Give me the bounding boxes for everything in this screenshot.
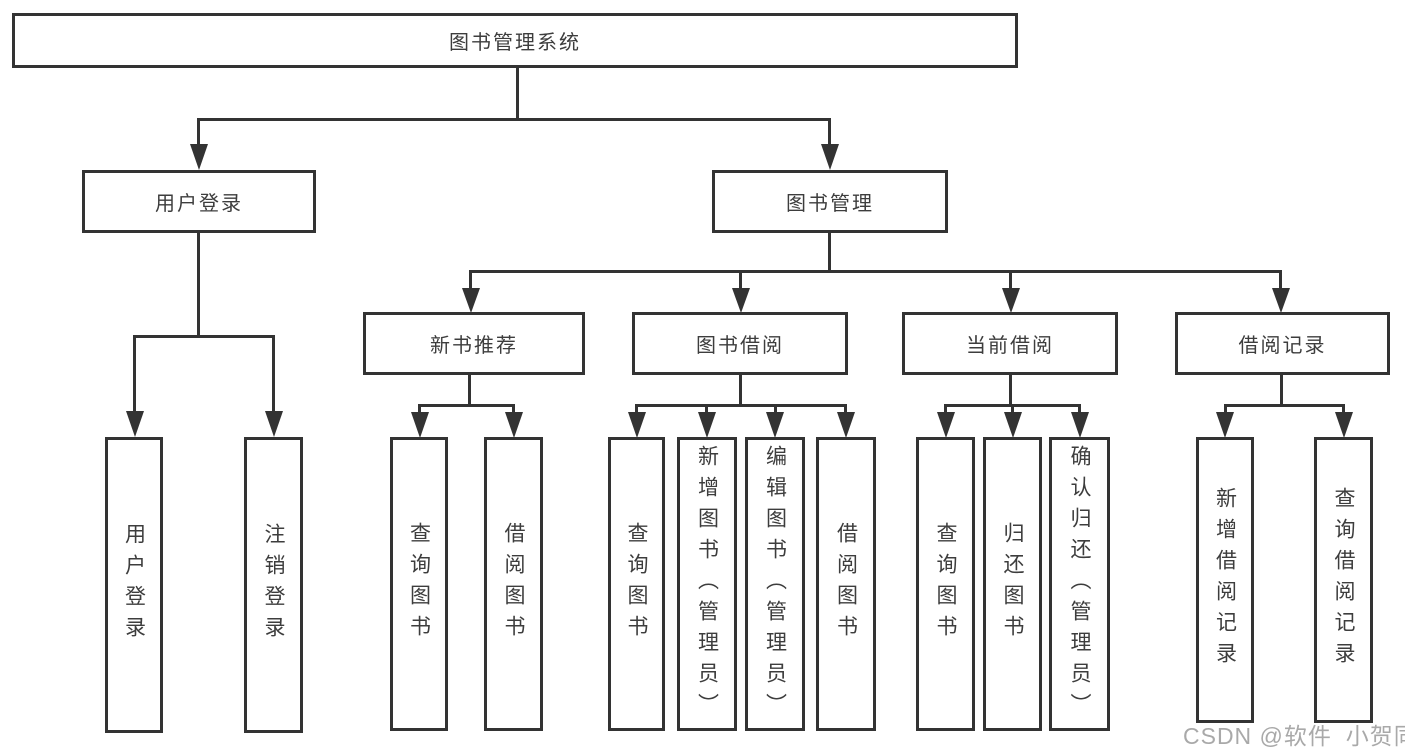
connector-book-management-stem [828, 231, 831, 273]
arrow-shaft-book-borrow [739, 273, 742, 289]
leaf-add-books-admin: 新增图书（管理员） [677, 437, 737, 731]
node-label: 图书管理 [786, 193, 874, 215]
arrow-shaft-current-borrow [1009, 273, 1012, 289]
node-label: 图书借阅 [696, 335, 784, 357]
arrow-shaft [418, 407, 421, 413]
connector-book-borrow-bar [635, 404, 847, 407]
arrow-down-icon [1335, 412, 1353, 438]
leaf-query-borrow-record: 查询借阅记录 [1314, 437, 1373, 723]
leaf-label: 新增图书（管理员） [695, 444, 719, 724]
node-label: 新书推荐 [430, 335, 518, 357]
node-root: 图书管理系统 [12, 13, 1018, 68]
arrow-shaft [1224, 407, 1227, 413]
leaf-label: 查询图书 [625, 522, 648, 646]
arrow-down-icon [821, 144, 839, 170]
node-borrow-records: 借阅记录 [1175, 312, 1390, 375]
arrow-shaft [635, 407, 638, 413]
leaf-label: 查询图书 [934, 522, 957, 646]
arrow-down-icon [190, 144, 208, 170]
arrow-shaft-book-management [828, 121, 831, 147]
arrow-down-icon [126, 411, 144, 437]
connector-user-login-stem [197, 231, 200, 338]
arrow-shaft [1342, 407, 1345, 413]
arrow-down-icon [411, 412, 429, 438]
arrow-down-icon [505, 412, 523, 438]
arrow-shaft-leaf-logout [272, 338, 275, 412]
node-current-borrow: 当前借阅 [902, 312, 1118, 375]
arrow-shaft [705, 407, 708, 413]
arrow-down-icon [732, 288, 750, 313]
connector-user-login-bar [133, 335, 275, 338]
arrow-down-icon [766, 412, 784, 438]
leaf-query-books-borrow: 查询图书 [608, 437, 665, 731]
leaf-user-login: 用户登录 [105, 437, 163, 733]
arrow-down-icon [1004, 412, 1022, 438]
leaf-query-books-recommend: 查询图书 [390, 437, 448, 731]
arrow-down-icon [937, 412, 955, 438]
leaf-label: 新增借阅记录 [1213, 487, 1237, 673]
leaf-label: 借阅图书 [834, 522, 858, 646]
arrow-down-icon [1216, 412, 1234, 438]
arrow-down-icon [265, 411, 283, 437]
node-label: 借阅记录 [1238, 335, 1327, 357]
arrow-shaft [944, 407, 947, 413]
arrow-shaft [512, 407, 515, 413]
leaf-label: 确认归还（管理员） [1068, 444, 1091, 724]
connector-book-management-bar [469, 270, 1282, 273]
leaf-label: 归还图书 [1001, 522, 1024, 646]
connector-current-borrow-stem [1009, 373, 1012, 407]
leaf-edit-books-admin: 编辑图书（管理员） [745, 437, 805, 731]
leaf-borrow-books-recommend: 借阅图书 [484, 437, 543, 731]
node-user-login: 用户登录 [82, 170, 316, 233]
arrow-shaft-borrow-records [1279, 273, 1282, 289]
leaf-label: 借阅图书 [502, 522, 525, 646]
node-book-management: 图书管理 [712, 170, 948, 233]
connector-new-book-recommend-bar [418, 404, 515, 407]
arrow-down-icon [698, 412, 716, 438]
node-label: 当前借阅 [966, 335, 1054, 357]
connector-root-stem [516, 66, 519, 121]
connector-current-borrow-bar [944, 404, 1081, 407]
arrow-shaft [1011, 407, 1014, 413]
connector-borrow-records-stem [1280, 373, 1283, 407]
connector-borrow-records-bar [1224, 404, 1345, 407]
leaf-label: 编辑图书（管理员） [763, 444, 787, 724]
arrow-down-icon [837, 412, 855, 438]
connector-new-book-recommend-stem [468, 373, 471, 407]
arrow-shaft-leaf-user-login [133, 338, 136, 412]
leaf-label: 用户登录 [122, 523, 146, 647]
node-new-book-recommend: 新书推荐 [363, 312, 585, 375]
arrow-down-icon [628, 412, 646, 438]
leaf-query-books-current: 查询图书 [916, 437, 975, 731]
leaf-logout-login: 注销登录 [244, 437, 303, 733]
connector-root-bar [197, 118, 831, 121]
leaf-add-borrow-record: 新增借阅记录 [1196, 437, 1254, 723]
arrow-down-icon [1071, 412, 1089, 438]
connector-book-borrow-stem [739, 373, 742, 407]
arrow-shaft [844, 407, 847, 413]
leaf-label: 查询图书 [407, 522, 431, 646]
arrow-shaft-user-login [197, 121, 200, 147]
arrow-down-icon [1002, 288, 1020, 313]
leaf-return-books: 归还图书 [983, 437, 1042, 731]
leaf-borrow-books: 借阅图书 [816, 437, 876, 731]
arrow-down-icon [462, 288, 480, 313]
leaf-confirm-return-admin: 确认归还（管理员） [1049, 437, 1110, 731]
watermark-text: CSDN @软件_小贺同学 [1183, 723, 1405, 747]
arrow-shaft-new-book-recommend [469, 273, 472, 289]
node-label: 用户登录 [155, 193, 243, 215]
node-label: 图书管理系统 [449, 32, 581, 54]
leaf-label: 注销登录 [262, 523, 285, 647]
leaf-label: 查询借阅记录 [1332, 487, 1355, 673]
arrow-down-icon [1272, 288, 1290, 313]
arrow-shaft [1078, 407, 1081, 413]
node-book-borrow: 图书借阅 [632, 312, 848, 375]
arrow-shaft [774, 407, 777, 413]
